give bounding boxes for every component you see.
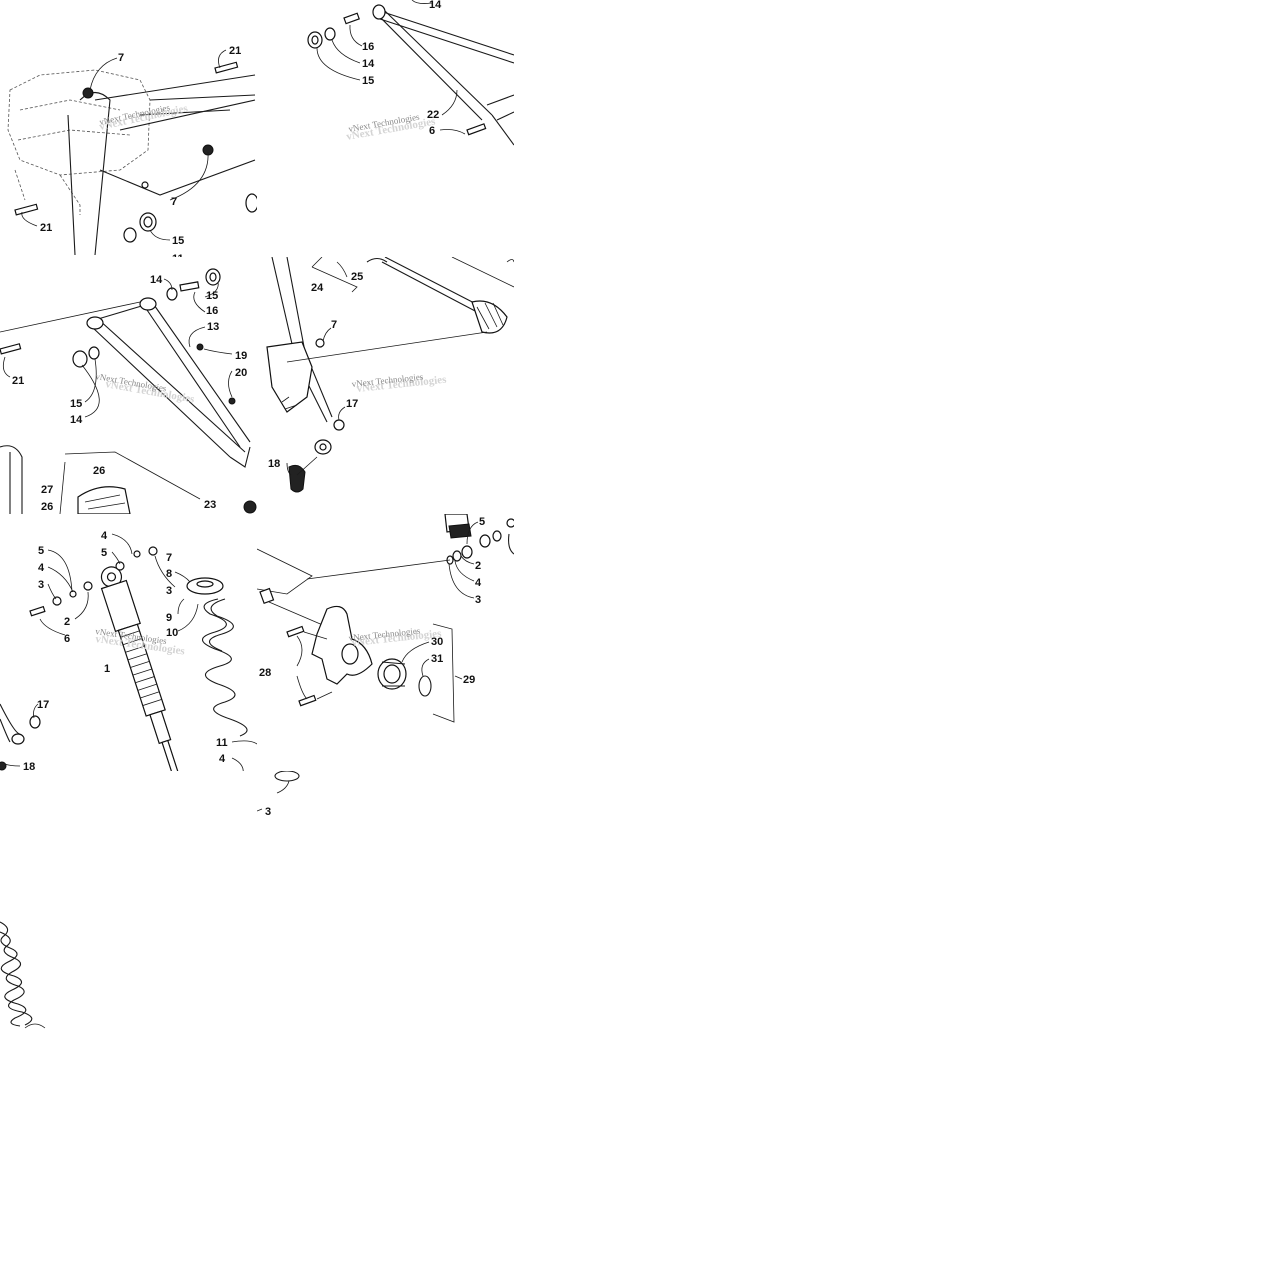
callout-label: 7 (171, 196, 177, 208)
callout-label: 9 (166, 612, 172, 624)
callout-label: 18 (23, 761, 35, 771)
callout-label: 10 (166, 627, 178, 639)
callout-label: 5 (101, 547, 107, 559)
callout-label: 8 (166, 568, 172, 580)
callout-label: 7 (331, 319, 337, 331)
tile-spring-fragment (0, 920, 50, 1030)
callout-label: 5 (479, 516, 485, 528)
callout-label: 16 (206, 305, 218, 317)
callout-label: 2 (64, 616, 70, 628)
callout-label: 3 (38, 579, 44, 591)
tile-upper-a-arm: vNext Technologies vNext Technologies 14… (257, 0, 514, 257)
callout-label: 19 (235, 350, 247, 362)
lower-a-arm-drawing: vNext Technologies vNext Technologies 14… (0, 268, 257, 514)
callout-label: 4 (101, 530, 108, 542)
callout-label: 26 (41, 501, 53, 513)
callout-label: 11 (216, 737, 228, 749)
callout-label: 14 (70, 414, 83, 426)
callout-label: 2 (475, 560, 481, 572)
callout-label: 17 (346, 398, 358, 410)
callout-label: 16 (362, 41, 374, 53)
callout-label: 6 (64, 633, 70, 645)
callout-label: 15 (70, 398, 82, 410)
callout-label: 5 (38, 545, 44, 557)
callout-label: 3 (475, 594, 481, 606)
callout-label: 30 (431, 636, 443, 648)
callout-label: 7 (118, 52, 124, 64)
callout-label: 31 (431, 653, 443, 665)
knuckle-driveshaft-drawing: vNext Technologies vNext Technologies 25… (266, 257, 514, 493)
callout-label: 22 (427, 109, 439, 121)
callout-label: 26 (93, 465, 105, 477)
shock-absorber-drawing: vNext Technologies vNext Technologies 4 … (0, 530, 257, 771)
tile-lower-a-arm: vNext Technologies vNext Technologies 14… (0, 257, 257, 514)
callout-label: 14 (150, 274, 163, 286)
frame-mounts-drawing: vNext Technologies vNext Technologies 7 … (7, 45, 257, 257)
callout-label: 4 (38, 562, 45, 574)
tile-frame-mounts: vNext Technologies vNext Technologies 7 … (0, 0, 257, 257)
callout-label: 14 (429, 0, 442, 11)
callout-label: 17 (37, 699, 49, 711)
callout-label: 13 (207, 321, 219, 333)
callout-label: 28 (259, 667, 271, 679)
callout-label: 11 (172, 253, 184, 257)
callout-label: 23 (204, 499, 216, 511)
callout-label: 4 (475, 577, 482, 589)
callout-label: 25 (351, 271, 363, 283)
tile-spindle-bearing: vNext Technologies vNext Technologies 5 … (257, 514, 514, 771)
callout-label: 21 (12, 375, 24, 387)
callout-label: 24 (311, 282, 324, 294)
spindle-bearing-drawing: vNext Technologies vNext Technologies 5 … (257, 514, 514, 723)
overflow-strip-drawing: 3 (257, 771, 300, 818)
callout-label: 20 (235, 367, 247, 379)
callout-label: 29 (463, 674, 475, 686)
callout-label: 6 (429, 125, 435, 137)
callout-label: 3 (166, 585, 172, 597)
callout-label: 1 (104, 663, 110, 675)
callout-label: 21 (40, 222, 52, 234)
callout-label: 3 (265, 806, 271, 818)
callout-label: 15 (362, 75, 374, 87)
callout-label: 15 (206, 290, 218, 302)
upper-a-arm-drawing: vNext Technologies vNext Technologies 14… (307, 0, 514, 146)
callout-label: 21 (229, 45, 241, 57)
callout-label: 14 (362, 58, 375, 70)
callout-label: 7 (166, 552, 172, 564)
callout-label: 15 (172, 235, 184, 247)
callout-label: 4 (219, 753, 226, 765)
tile-knuckle-driveshaft: vNext Technologies vNext Technologies 25… (257, 257, 514, 514)
callout-label: 18 (268, 458, 280, 470)
tile-shock-absorber: vNext Technologies vNext Technologies 4 … (0, 514, 257, 771)
tile-overflow-strip: 3 (257, 771, 317, 821)
callout-label: 27 (41, 484, 53, 496)
spring-fragment-drawing (0, 921, 46, 1029)
